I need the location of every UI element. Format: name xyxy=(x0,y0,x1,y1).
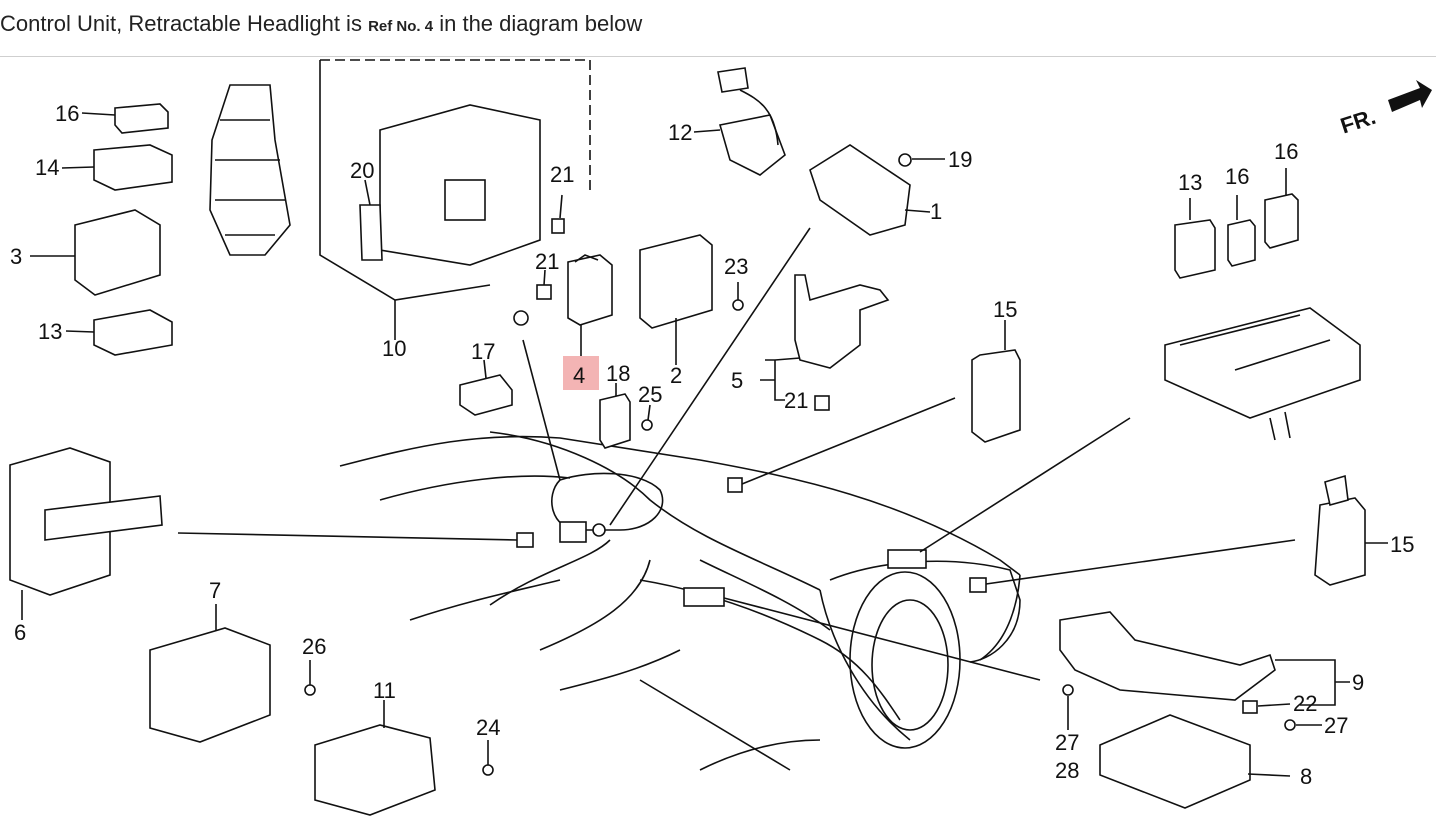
callout-13-left: 13 xyxy=(38,319,62,344)
screw-26 xyxy=(304,660,316,696)
unit-11 xyxy=(314,700,436,816)
clip-22 xyxy=(1242,700,1291,714)
callout-21-top: 21 xyxy=(550,162,574,187)
callout-7: 7 xyxy=(209,578,221,603)
caption-divider xyxy=(0,56,1436,57)
callout-11: 11 xyxy=(373,678,396,703)
callout-6: 6 xyxy=(14,620,26,645)
callout-15-middle: 15 xyxy=(993,297,1017,322)
callout-13-right: 13 xyxy=(1178,170,1202,195)
screw-24 xyxy=(482,740,494,776)
callout-19: 19 xyxy=(948,147,972,172)
callout-25: 25 xyxy=(638,382,662,407)
relay-12 xyxy=(693,67,786,176)
caption-suffix: in the diagram below xyxy=(439,11,643,36)
callout-14: 14 xyxy=(35,155,59,180)
callout-18: 18 xyxy=(606,361,630,386)
caption-prefix: Control Unit, Retractable Headlight is xyxy=(0,11,362,36)
unit-6 xyxy=(9,447,163,620)
fuse-relay-box xyxy=(1164,307,1361,441)
screw-19 xyxy=(898,153,945,167)
callout-12: 12 xyxy=(668,120,692,145)
callout-21-mid: 21 xyxy=(535,249,559,274)
relay-15-right xyxy=(1314,474,1388,586)
car-outline xyxy=(339,431,1021,771)
direction-label: FR. xyxy=(1337,104,1378,139)
control-unit-retractable-headlight-4 xyxy=(567,254,613,326)
callout-24: 24 xyxy=(476,715,500,740)
unit-7 xyxy=(149,604,271,743)
bracket-assembly-10 xyxy=(319,59,591,340)
wire-harness-connector xyxy=(209,84,291,256)
callout-17: 17 xyxy=(471,339,495,364)
relay-13-left xyxy=(65,309,173,356)
callout-16-right-a: 16 xyxy=(1225,164,1249,189)
unit-3 xyxy=(30,209,161,296)
screw-25 xyxy=(641,404,653,431)
callout-10: 10 xyxy=(382,336,406,361)
callout-23: 23 xyxy=(724,254,748,279)
front-direction-arrow: FR. xyxy=(1337,80,1432,139)
relay-14 xyxy=(61,144,173,191)
relay-18 xyxy=(599,383,631,449)
callout-16-right-b: 16 xyxy=(1274,139,1298,164)
relay-16-right-b xyxy=(1264,168,1299,249)
screw-27-right xyxy=(1284,719,1322,731)
callout-16-left: 16 xyxy=(55,101,79,126)
callout-15-right: 15 xyxy=(1390,532,1414,557)
car-location-marks xyxy=(516,477,987,607)
relay-16-right-a xyxy=(1227,195,1256,267)
ref-4-highlight xyxy=(563,356,599,390)
callout-5: 5 xyxy=(731,368,743,393)
callout-27-lower: 27 xyxy=(1055,730,1079,755)
relay-13-right xyxy=(1174,198,1216,279)
bracket-9 xyxy=(1059,611,1350,706)
callout-1: 1 xyxy=(930,199,942,224)
callout-8: 8 xyxy=(1300,764,1312,789)
screw-27-28 xyxy=(1062,684,1074,730)
callout-21-bracket: 21 xyxy=(784,388,808,413)
callout-27-right: 27 xyxy=(1324,713,1348,738)
parts-diagram: FR. 1 2 3 4 5 6 7 8 9 10 11 12 13 13 14 … xyxy=(9,59,1432,816)
unit-1 xyxy=(809,144,931,236)
caption-ref-number: Ref No. 4 xyxy=(368,18,434,35)
unit-8 xyxy=(1099,714,1291,809)
callout-4: 4 xyxy=(573,363,585,388)
callout-9: 9 xyxy=(1352,670,1364,695)
relay-16-left xyxy=(81,103,169,134)
relay-15-middle xyxy=(971,320,1021,443)
page-caption: Control Unit, Retractable Headlight is R… xyxy=(0,8,642,40)
screw-23 xyxy=(732,282,744,311)
callout-labels: 1 2 3 4 5 6 7 8 9 10 11 12 13 13 14 15 1… xyxy=(10,101,1414,789)
callout-20: 20 xyxy=(350,158,374,183)
callout-28: 28 xyxy=(1055,758,1079,783)
callout-22: 22 xyxy=(1293,691,1317,716)
callout-26: 26 xyxy=(302,634,326,659)
bracket-5 xyxy=(760,274,890,411)
leader-lines xyxy=(177,227,1296,681)
unit-2 xyxy=(639,234,713,365)
callout-3: 3 xyxy=(10,244,22,269)
callout-2: 2 xyxy=(670,363,682,388)
relay-17 xyxy=(459,359,513,416)
